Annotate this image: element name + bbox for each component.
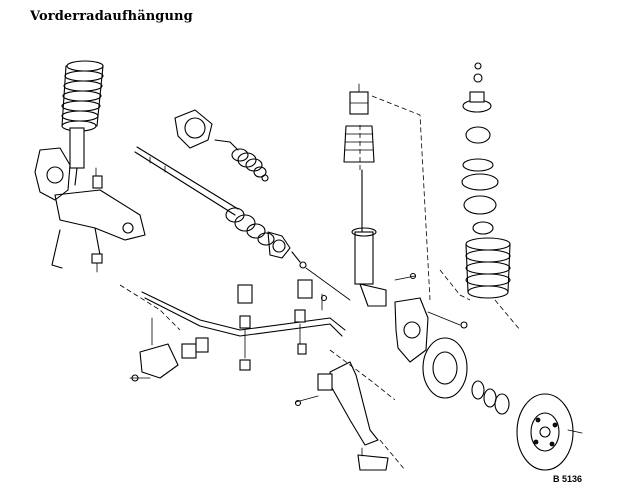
diagram-title: Vorderradaufhängung (30, 9, 193, 24)
mounting-bracket (129, 317, 209, 382)
assembled-strut (34, 60, 146, 273)
steering-knuckle (394, 297, 468, 363)
drive-shaft (134, 146, 351, 301)
shock-absorber (343, 83, 417, 307)
spring-exploded (461, 62, 511, 299)
leader-lines (119, 95, 521, 471)
cv-joint-upper (174, 109, 269, 182)
lower-control-arm (294, 361, 389, 471)
drawing-code: B 5136 (553, 474, 583, 484)
anti-roll-bar (141, 279, 346, 371)
brake-disc (422, 337, 583, 471)
